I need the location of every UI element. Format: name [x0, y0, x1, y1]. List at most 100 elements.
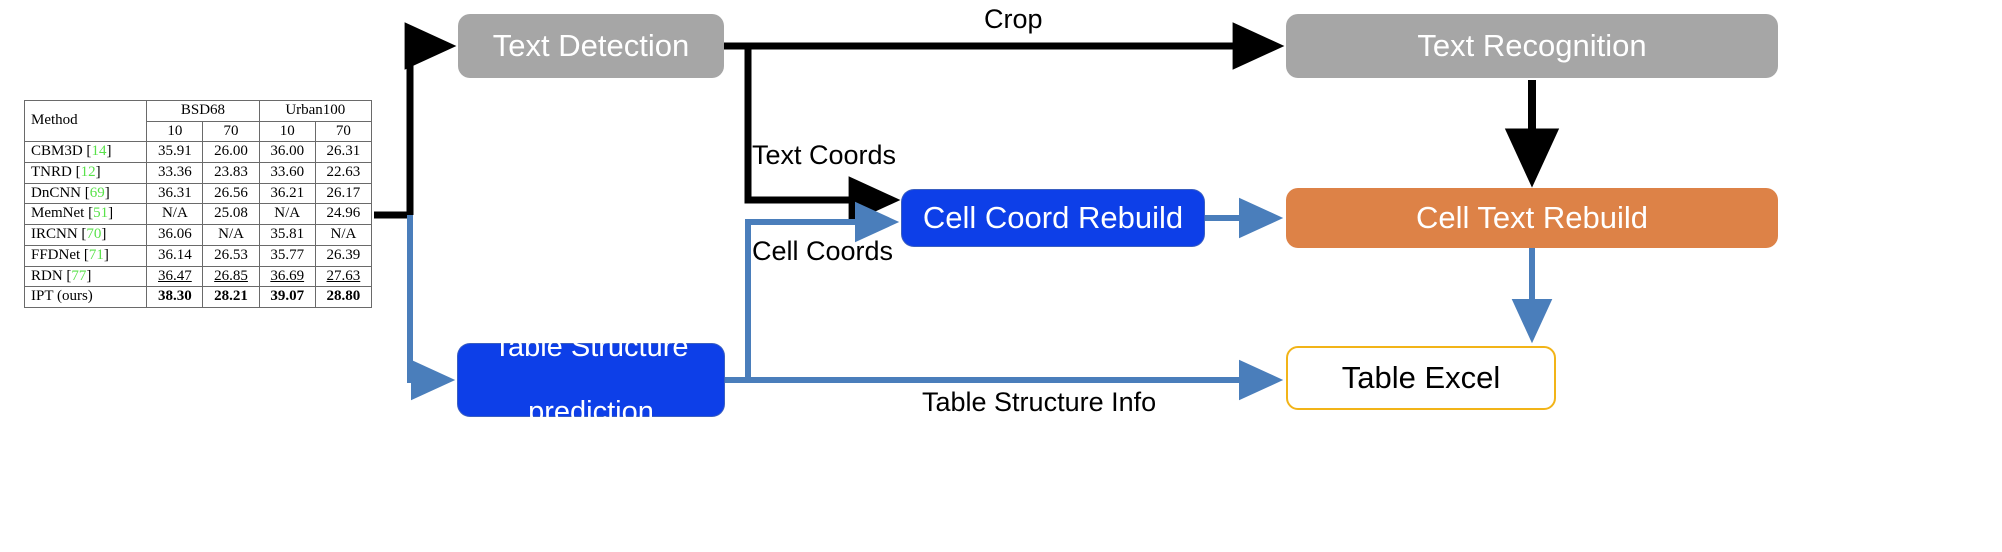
method-bracket: ] — [104, 184, 110, 201]
table-cell-method: CBM3D [14] — [23, 141, 148, 164]
node-text-recognition-label: Text Recognition — [1417, 28, 1647, 63]
table-cell-value: 35.91 — [146, 141, 204, 164]
table-header-row-groups: Method BSD68 Urban100 — [23, 99, 373, 143]
table-cell-value: 28.80 — [314, 286, 373, 308]
node-table-structure-prediction[interactable]: Table Structure prediction — [458, 331, 724, 428]
arrow-to-text-detection — [404, 22, 457, 215]
table-cell-value: 36.21 — [258, 182, 316, 205]
citation-ref: 71 — [88, 246, 104, 263]
table-cell-value: 36.14 — [146, 244, 204, 267]
node-cell-coord-rebuild-label: Cell Coord Rebuild — [922, 200, 1184, 235]
table-cell-value: N/A — [202, 224, 260, 246]
source-table-image: Method BSD68 Urban100 10 70 10 70 CBM3D … — [23, 99, 373, 308]
node-text-detection[interactable]: Text Detection — [458, 14, 724, 78]
arrow-text-coords — [744, 48, 901, 224]
node-table-structure-line2: prediction — [528, 396, 654, 429]
node-text-recognition[interactable]: Text Recognition — [1286, 14, 1778, 78]
citation-ref: 70 — [86, 226, 102, 243]
table-cell-value: 27.63 — [314, 265, 373, 288]
node-table-structure-line1: Table Structure — [493, 331, 689, 364]
header-group-bsd68: BSD68 — [146, 100, 260, 122]
method-bracket: ] — [103, 246, 109, 263]
method-name: IRCNN [ — [31, 226, 87, 243]
edge-label-table-structure-info: Table Structure Info — [922, 387, 1157, 417]
method-bracket: ] — [108, 205, 114, 222]
table-cell-method: RDN [77] — [23, 265, 148, 288]
node-table-structure-prediction-label: Table Structure prediction — [458, 331, 724, 428]
edge-label-cell-coords: Cell Coords — [752, 236, 894, 266]
method-name: FFDNet [ — [31, 246, 89, 263]
table-cell-value: 36.31 — [146, 182, 204, 205]
citation-ref: 69 — [89, 184, 105, 201]
node-table-excel-label: Table Excel — [1341, 360, 1501, 395]
table-cell-method: IPT (ours) — [23, 286, 148, 308]
header-sublevel-bsd68-70: 70 — [202, 120, 260, 143]
table-cell-method: IRCNN [70] — [23, 224, 148, 246]
table-cell-method: DnCNN [69] — [23, 182, 148, 205]
table-cell-value: 38.30 — [146, 286, 204, 308]
header-sublevel-urban100-70: 70 — [314, 120, 373, 143]
arrow-to-table-structure — [407, 215, 456, 401]
method-name: MemNet [ — [31, 205, 94, 222]
table-header: Method BSD68 Urban100 10 70 10 70 — [23, 99, 373, 143]
node-table-excel[interactable]: Table Excel — [1286, 346, 1556, 410]
table-cell-value: 26.39 — [314, 244, 373, 267]
node-cell-coord-rebuild[interactable]: Cell Coord Rebuild — [902, 190, 1204, 246]
method-name: CBM3D [ — [31, 143, 92, 160]
node-cell-text-rebuild-label: Cell Text Rebuild — [1415, 200, 1649, 235]
table-cell-value: 36.69 — [258, 265, 316, 288]
method-name: DnCNN [ — [31, 184, 90, 201]
table-cell-value: 22.63 — [314, 162, 373, 184]
table-cell-value: 26.53 — [202, 244, 260, 267]
table-cell-value: 35.77 — [258, 244, 316, 267]
table-cell-value: 33.36 — [146, 162, 204, 184]
table-cell-value: N/A — [258, 203, 316, 226]
method-bracket: ] — [106, 143, 112, 160]
method-bracket: ] — [95, 164, 101, 181]
edge-label-text-coords: Text Coords — [752, 140, 897, 170]
method-name: RDN [ — [31, 267, 72, 284]
header-sublevel-urban100-10: 10 — [258, 120, 316, 143]
citation-ref: 77 — [71, 267, 87, 284]
table-cell-value: 26.85 — [202, 265, 260, 288]
header-group-urban100: Urban100 — [258, 100, 373, 122]
method-name: TNRD [ — [31, 164, 81, 181]
table-cell-value: 24.96 — [314, 203, 373, 226]
table-cell-value: 25.08 — [202, 203, 260, 226]
table-cell-method: MemNet [51] — [23, 203, 148, 226]
table-cell-method: TNRD [12] — [23, 162, 148, 184]
table-cell-method: FFDNet [71] — [23, 244, 148, 267]
header-sublevel-bsd68-10: 10 — [146, 120, 204, 143]
citation-ref: 12 — [80, 164, 96, 181]
table-cell-value: 23.83 — [202, 162, 260, 184]
method-bracket: ] — [86, 267, 92, 284]
table-cell-value: 26.00 — [202, 141, 260, 164]
table-cell-value: 26.31 — [314, 141, 373, 164]
table-cell-value: 36.06 — [146, 224, 204, 246]
node-text-detection-label: Text Detection — [492, 28, 690, 63]
table-cell-value: 26.56 — [202, 182, 260, 205]
citation-ref: 14 — [91, 143, 107, 160]
table-cell-value: 39.07 — [258, 286, 316, 308]
table-cell-value: 36.47 — [146, 265, 204, 288]
table-cell-value: N/A — [314, 224, 373, 246]
header-method: Method — [23, 99, 148, 143]
node-cell-text-rebuild[interactable]: Cell Text Rebuild — [1286, 188, 1778, 248]
method-bracket: ] — [101, 226, 107, 243]
table-cell-value: 26.17 — [314, 182, 373, 205]
table-cell-value: 36.00 — [258, 141, 316, 164]
table-cell-value: N/A — [146, 203, 204, 226]
table-cell-value: 33.60 — [258, 162, 316, 184]
citation-ref: 51 — [93, 205, 109, 222]
edge-label-crop: Crop — [984, 4, 1043, 34]
table-cell-value: 35.81 — [258, 224, 316, 246]
